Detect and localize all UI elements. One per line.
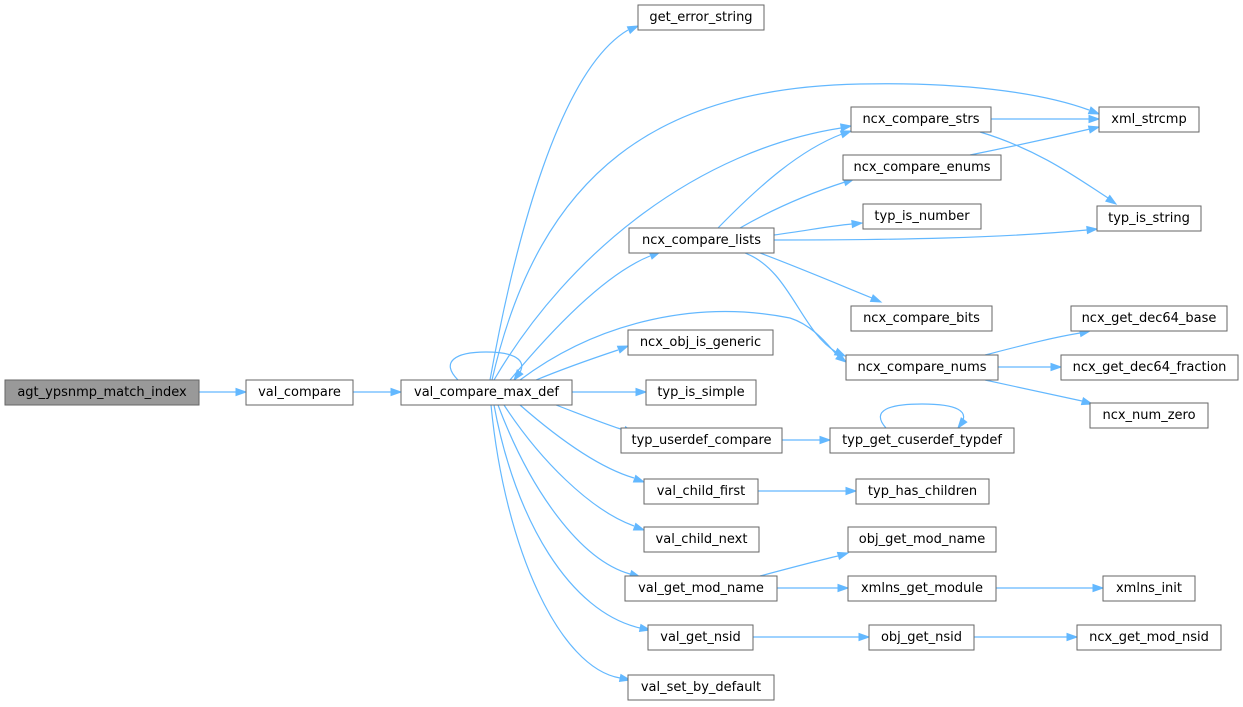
node-typ-is-simple[interactable]: typ_is_simple xyxy=(645,379,757,406)
node-typ-is-number[interactable]: typ_is_number xyxy=(862,203,982,230)
edge-to-val-set-by-default xyxy=(490,404,632,683)
node-ncx-compare-bits[interactable]: ncx_compare_bits xyxy=(850,305,993,332)
edge-to-get-error-string xyxy=(489,25,640,381)
node-ncx-compare-nums[interactable]: ncx_compare_nums xyxy=(845,354,999,381)
edge-lists-to-enums xyxy=(739,178,856,229)
svg-text:ncx_compare_strs: ncx_compare_strs xyxy=(862,112,979,127)
svg-text:typ_has_children: typ_has_children xyxy=(868,484,977,499)
node-ncx-get-mod-nsid[interactable]: ncx_get_mod_nsid xyxy=(1076,624,1222,651)
edge-lists-to-typ-is-number xyxy=(773,219,864,236)
node-ncx-compare-strs[interactable]: ncx_compare_strs xyxy=(850,106,992,133)
node-ncx-obj-is-generic[interactable]: ncx_obj_is_generic xyxy=(627,329,774,356)
svg-text:typ_get_cuserdef_typdef: typ_get_cuserdef_typdef xyxy=(842,433,1002,448)
svg-text:val_set_by_default: val_set_by_default xyxy=(641,680,761,695)
svg-text:ncx_obj_is_generic: ncx_obj_is_generic xyxy=(640,335,761,350)
edge-to-ncx-compare-nums xyxy=(519,311,848,381)
call-nodes: agt_ypsnmp_match_index val_compare val_c… xyxy=(4,4,1239,701)
node-ncx-get-dec64-fraction[interactable]: ncx_get_dec64_fraction xyxy=(1060,354,1239,381)
svg-text:xmlns_get_module: xmlns_get_module xyxy=(861,581,983,596)
svg-text:ncx_compare_bits: ncx_compare_bits xyxy=(863,311,980,326)
node-ncx-get-dec64-base[interactable]: ncx_get_dec64_base xyxy=(1070,305,1228,332)
edge-userdef-to-cuserdef xyxy=(782,435,832,445)
node-obj-get-nsid[interactable]: obj_get_nsid xyxy=(868,624,975,651)
node-ncx-compare-enums[interactable]: ncx_compare_enums xyxy=(842,154,1002,181)
edge-cuserdef-self xyxy=(879,403,968,430)
svg-text:val_child_next: val_child_next xyxy=(656,532,748,547)
node-xml-strcmp[interactable]: xml_strcmp xyxy=(1098,106,1200,133)
edge-to-typ-is-simple xyxy=(572,387,648,397)
edge-nums-to-num-zero xyxy=(984,379,1094,406)
edge-nums-to-dec64-fraction xyxy=(998,362,1063,372)
svg-text:typ_is_string: typ_is_string xyxy=(1108,211,1190,226)
svg-text:ncx_num_zero: ncx_num_zero xyxy=(1102,408,1195,423)
svg-text:agt_ypsnmp_match_index: agt_ypsnmp_match_index xyxy=(17,385,187,400)
svg-text:obj_get_mod_name: obj_get_mod_name xyxy=(859,532,985,547)
node-typ-get-cuserdef-typdef[interactable]: typ_get_cuserdef_typdef xyxy=(829,427,1015,454)
edge-to-xml-strcmp-top xyxy=(491,83,1101,381)
svg-text:ncx_compare_nums: ncx_compare_nums xyxy=(857,360,986,375)
node-val-get-mod-name[interactable]: val_get_mod_name xyxy=(624,575,778,602)
node-val-child-first[interactable]: val_child_first xyxy=(643,478,759,505)
node-val-child-next[interactable]: val_child_next xyxy=(643,526,760,553)
edge-max-def-self xyxy=(449,351,524,382)
node-val-set-by-default[interactable]: val_set_by_default xyxy=(627,674,775,701)
edge-to-val-child-next xyxy=(503,404,646,531)
edge-to-val-get-mod-name xyxy=(497,404,642,578)
edge-mod-name-to-xmlns-get-module xyxy=(777,583,850,593)
svg-text:typ_is_simple: typ_is_simple xyxy=(657,385,744,400)
svg-text:ncx_compare_lists: ncx_compare_lists xyxy=(642,233,761,248)
edge-lists-to-strs xyxy=(717,130,853,229)
edge-val-compare-to-max-def xyxy=(353,387,403,397)
node-xmlns-init[interactable]: xmlns_init xyxy=(1102,575,1196,602)
svg-text:typ_userdef_compare: typ_userdef_compare xyxy=(631,433,771,448)
svg-text:xmlns_init: xmlns_init xyxy=(1116,581,1182,596)
svg-text:val_get_mod_name: val_get_mod_name xyxy=(638,581,764,596)
svg-text:ncx_get_mod_nsid: ncx_get_mod_nsid xyxy=(1089,630,1209,645)
edge-obj-nsid-to-mod-nsid xyxy=(974,632,1079,642)
node-val-compare-max-def[interactable]: val_compare_max_def xyxy=(400,379,573,406)
edge-lists-to-typ-is-string xyxy=(773,225,1099,241)
edge-strs-to-typ-is-string xyxy=(979,131,1118,205)
edge-to-ncx-obj-is-generic xyxy=(535,345,630,381)
svg-text:get_error_string: get_error_string xyxy=(649,10,752,25)
edge-mod-name-to-obj-mod-name xyxy=(759,551,850,577)
svg-text:val_get_nsid: val_get_nsid xyxy=(660,630,741,645)
edge-child-first-to-has-children xyxy=(758,486,858,496)
edge-nums-to-dec64-base xyxy=(984,328,1092,356)
svg-text:val_compare: val_compare xyxy=(258,385,341,400)
call-edges xyxy=(199,25,1118,683)
edge-xmlns-get-module-to-init xyxy=(996,583,1105,593)
edge-to-ncx-compare-strs xyxy=(493,123,853,381)
node-typ-is-string[interactable]: typ_is_string xyxy=(1096,205,1202,232)
node-val-compare[interactable]: val_compare xyxy=(245,379,354,406)
node-obj-get-mod-name[interactable]: obj_get_mod_name xyxy=(847,526,997,553)
svg-text:typ_is_number: typ_is_number xyxy=(874,209,970,224)
node-typ-has-children[interactable]: typ_has_children xyxy=(855,478,990,505)
edge-strs-to-xml-strcmp xyxy=(991,114,1101,124)
edge-enums-to-xml-strcmp xyxy=(969,125,1101,156)
node-get-error-string[interactable]: get_error_string xyxy=(637,4,765,31)
node-agt-ypsnmp-match-index[interactable]: agt_ypsnmp_match_index xyxy=(4,379,200,406)
svg-text:ncx_compare_enums: ncx_compare_enums xyxy=(853,160,990,175)
svg-text:ncx_get_dec64_fraction: ncx_get_dec64_fraction xyxy=(1073,360,1227,375)
edge-lists-to-ncx-compare-nums xyxy=(744,252,847,357)
node-typ-userdef-compare[interactable]: typ_userdef_compare xyxy=(620,427,783,454)
edge-lists-to-ncx-compare-bits xyxy=(759,252,883,303)
svg-text:val_compare_max_def: val_compare_max_def xyxy=(414,385,559,400)
edge-agt-to-val-compare xyxy=(199,387,248,397)
node-ncx-compare-lists[interactable]: ncx_compare_lists xyxy=(628,227,775,254)
svg-text:xml_strcmp: xml_strcmp xyxy=(1111,112,1186,127)
node-xmlns-get-module[interactable]: xmlns_get_module xyxy=(847,575,997,602)
node-ncx-num-zero[interactable]: ncx_num_zero xyxy=(1089,402,1209,429)
svg-text:obj_get_nsid: obj_get_nsid xyxy=(881,630,962,645)
svg-text:val_child_first: val_child_first xyxy=(657,484,746,499)
edge-to-val-child-first xyxy=(519,404,646,483)
svg-text:ncx_get_dec64_base: ncx_get_dec64_base xyxy=(1082,311,1217,326)
edge-to-val-get-nsid xyxy=(493,404,652,633)
edge-val-nsid-to-obj-nsid xyxy=(753,632,871,642)
node-val-get-nsid[interactable]: val_get_nsid xyxy=(647,624,754,651)
